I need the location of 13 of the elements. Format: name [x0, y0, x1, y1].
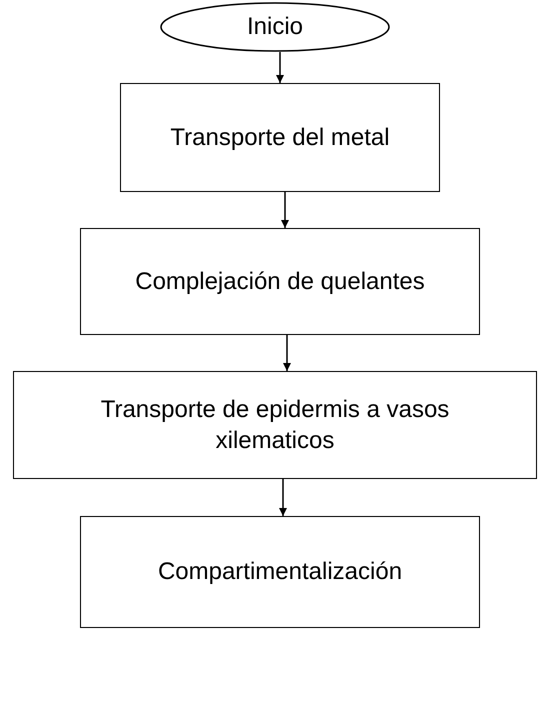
process-box — [80, 516, 480, 628]
arrow — [281, 192, 289, 228]
process-box — [120, 83, 440, 192]
step-label: Transporte de epidermis a vasos xilematicos — [100, 394, 450, 456]
arrow — [283, 335, 291, 371]
step-label: Compartimentalización — [156, 557, 404, 588]
step-label: Complejación de quelantes — [134, 266, 426, 297]
arrow — [279, 479, 287, 516]
start-label: Inicio — [246, 12, 304, 42]
arrow — [276, 52, 284, 83]
process-box — [13, 371, 537, 479]
process-box — [80, 228, 480, 335]
step-label: Transporte del metal — [169, 122, 391, 153]
